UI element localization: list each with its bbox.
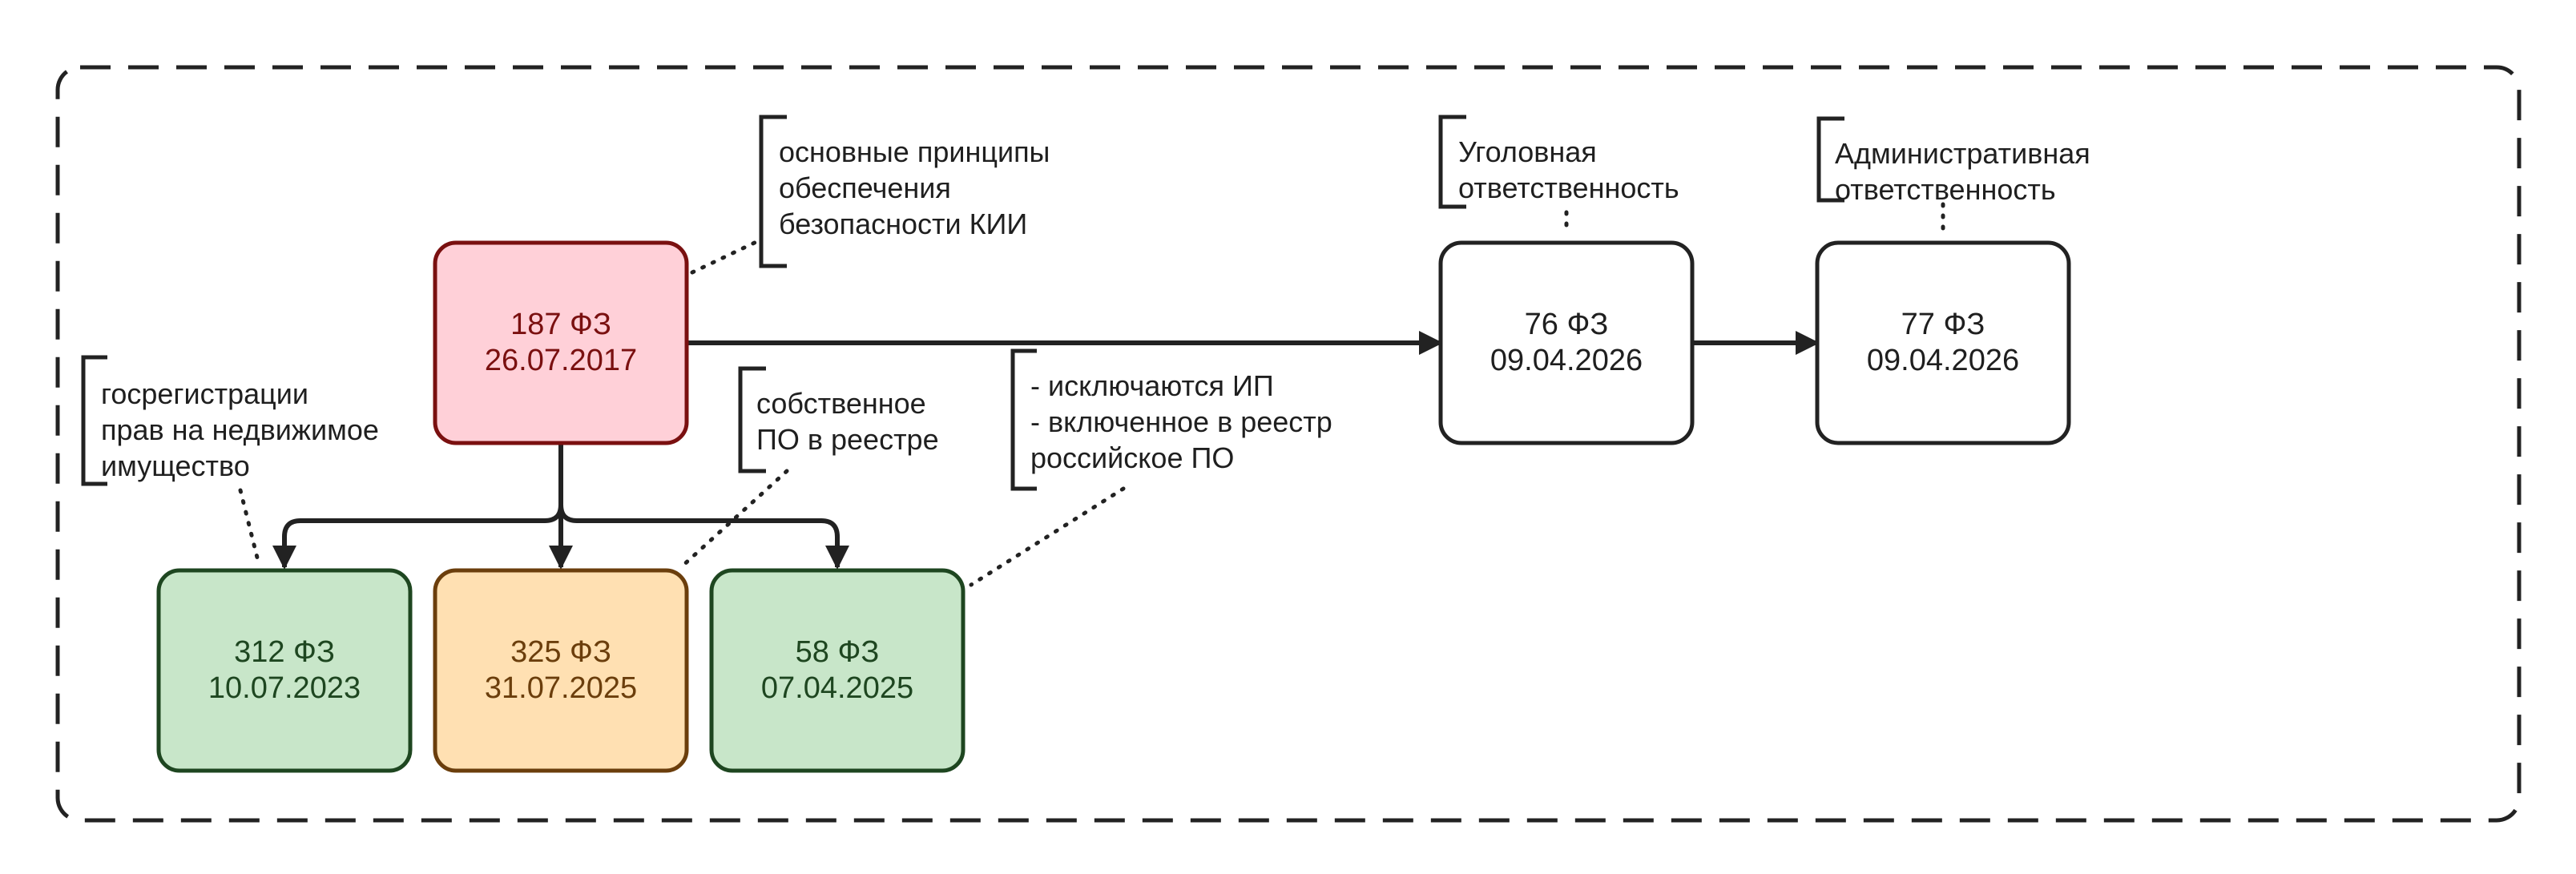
node-76[interactable]: 76 ФЗ 09.04.2026 (1438, 240, 1695, 445)
node-325-box (433, 568, 689, 773)
connector-own-software (679, 469, 789, 570)
node-325-number: 325 ФЗ (510, 635, 611, 669)
bracket-exclusions (1010, 348, 1037, 491)
note-registration: госрегистрации прав на недвижимое имущес… (101, 377, 379, 482)
note-principles: основные принципы обеспечения безопаснос… (779, 135, 1050, 240)
bracket-registration (81, 355, 107, 486)
node-77-number: 77 ФЗ (1901, 308, 1985, 341)
node-76-date: 09.04.2026 (1490, 344, 1643, 377)
note-own-software: собственное ПО в реестре (756, 387, 939, 456)
note-administrative: Административная ответственность (1835, 137, 2090, 206)
node-312-date: 10.07.2023 (208, 671, 361, 705)
edge-187-to-312 (272, 443, 563, 570)
node-76-number: 76 ФЗ (1525, 308, 1609, 341)
note-exclusions-line: российское ПО (1030, 441, 1234, 474)
node-187-box (433, 240, 689, 445)
node-58-box (709, 568, 965, 773)
node-58-date: 07.04.2025 (761, 671, 913, 705)
note-criminal: Уголовная ответственность (1458, 135, 1679, 204)
node-77-date: 09.04.2026 (1867, 344, 2019, 377)
node-77[interactable]: 77 ФЗ 09.04.2026 (1815, 240, 2071, 445)
note-administrative-line: Административная (1835, 137, 2090, 170)
note-registration-line: имущество (101, 449, 250, 482)
node-312-number: 312 ФЗ (234, 635, 335, 669)
group-container (55, 65, 2522, 823)
bracket-principles (759, 115, 787, 268)
edge-187-to-58 (558, 443, 849, 570)
node-187-date: 26.07.2017 (485, 344, 637, 377)
connector-principles (690, 238, 762, 275)
node-58-number: 58 ФЗ (796, 635, 880, 669)
note-exclusions-line: - включенное в реестр (1030, 405, 1332, 438)
note-exclusions-line: - исключаются ИП (1030, 369, 1274, 402)
bracket-own-software (738, 366, 766, 473)
note-own-software-line: собственное (756, 387, 926, 420)
note-exclusions: - исключаются ИП - включенное в реестр р… (1030, 369, 1332, 474)
note-own-software-line: ПО в реестре (756, 423, 939, 456)
node-312[interactable]: 312 ФЗ 10.07.2023 (156, 568, 413, 773)
note-criminal-line: Уголовная (1458, 135, 1597, 168)
connector-exclusions (969, 486, 1126, 587)
node-312-box (156, 568, 413, 773)
node-325-date: 31.07.2025 (485, 671, 637, 705)
note-registration-line: госрегистрации (101, 377, 308, 410)
note-criminal-line: ответственность (1458, 171, 1679, 204)
note-principles-line: безопасности КИИ (779, 207, 1027, 240)
bracket-criminal (1438, 115, 1466, 209)
note-principles-line: обеспечения (779, 171, 951, 204)
node-187[interactable]: 187 ФЗ 26.07.2017 (433, 240, 689, 445)
node-187-number: 187 ФЗ (510, 308, 611, 341)
note-administrative-line: ответственность (1835, 173, 2056, 206)
note-registration-line: прав на недвижимое (101, 413, 379, 446)
node-58[interactable]: 58 ФЗ 07.04.2025 (709, 568, 965, 773)
note-principles-line: основные принципы (779, 135, 1050, 168)
node-76-box (1438, 240, 1695, 445)
node-325[interactable]: 325 ФЗ 31.07.2025 (433, 568, 689, 773)
bracket-administrative (1816, 116, 1844, 203)
node-77-box (1815, 240, 2071, 445)
connector-registration (238, 488, 260, 563)
